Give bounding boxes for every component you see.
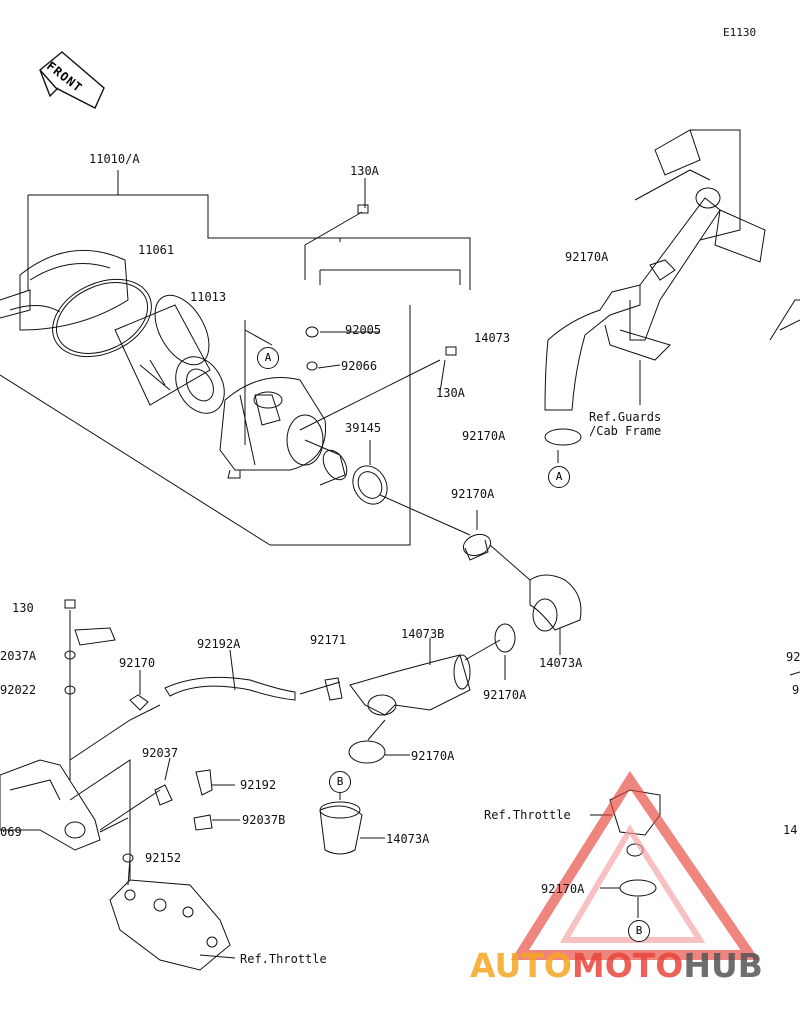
part-number[interactable]: 14073A xyxy=(386,832,430,846)
part-number[interactable]: 14073B xyxy=(401,627,445,641)
part-number[interactable]: 92037 xyxy=(142,746,179,760)
part-number[interactable]: 130A xyxy=(436,386,465,400)
part-number[interactable]: 92170A xyxy=(565,250,609,264)
watermark-part-hub: HUB xyxy=(683,946,763,985)
part-number[interactable]: 92037B xyxy=(242,813,286,827)
part-number[interactable]: 92 xyxy=(786,650,800,664)
hose-92192a xyxy=(164,676,296,701)
part-number[interactable]: 92171 xyxy=(310,633,347,647)
callout-a: A xyxy=(548,466,570,488)
cab-frame xyxy=(604,129,766,361)
part-number[interactable]: 14073A xyxy=(539,656,583,670)
part-number[interactable]: 92192 xyxy=(240,778,277,792)
part-number[interactable]: 2037A xyxy=(0,649,37,663)
ref-throttle-right[interactable]: Ref.Throttle xyxy=(484,808,571,822)
part-number[interactable]: 39145 xyxy=(345,421,382,435)
part-number[interactable]: 11010/A xyxy=(89,152,140,166)
part-number[interactable]: 9 xyxy=(792,683,800,697)
throttle-body-assembly xyxy=(0,759,101,851)
washer-icons xyxy=(64,326,319,863)
part-number[interactable]: 92192A xyxy=(197,637,241,651)
ref-guards-cab-frame[interactable]: Ref.Guards /Cab Frame xyxy=(589,410,662,438)
callout-b: B xyxy=(628,920,650,942)
duct-14073b xyxy=(349,654,471,716)
duct-14073a-upper xyxy=(529,574,582,632)
duct-14073 xyxy=(544,197,721,411)
part-number[interactable]: 14 xyxy=(783,823,798,837)
callout-b: B xyxy=(329,771,351,793)
part-number[interactable]: 11061 xyxy=(138,243,175,257)
watermark-part-auto: AUTO xyxy=(470,946,572,985)
part-number[interactable]: 92152 xyxy=(145,851,182,865)
part-number[interactable]: 11013 xyxy=(190,290,227,304)
ref-throttle-bottom[interactable]: Ref.Throttle xyxy=(240,952,327,966)
airbox-cover xyxy=(0,249,129,331)
diagram-id: E1130 xyxy=(723,26,757,39)
part-number[interactable]: 92066 xyxy=(341,359,378,373)
throttle-body-lower xyxy=(109,879,231,971)
callout-a: A xyxy=(257,347,279,369)
bolt-icon xyxy=(64,204,457,609)
airbox-housing xyxy=(219,377,348,486)
watermark-logo: AUTOMOTOHUB xyxy=(470,946,763,985)
part-number[interactable]: 92170A xyxy=(541,882,585,896)
part-number[interactable]: 92170A xyxy=(411,749,455,763)
part-number[interactable]: 92005 xyxy=(345,323,382,337)
part-number[interactable]: 130 xyxy=(12,601,34,615)
part-number[interactable]: 92170A xyxy=(451,487,495,501)
part-number[interactable]: 92170 xyxy=(119,656,156,670)
part-number[interactable]: 130A xyxy=(350,164,379,178)
front-arrow-icon xyxy=(38,51,105,109)
clamp-92170a xyxy=(462,533,492,561)
duct-14073a-lower xyxy=(319,801,363,855)
part-number[interactable]: 92170A xyxy=(462,429,506,443)
air-filter xyxy=(114,294,225,414)
part-number[interactable]: 92170A xyxy=(483,688,527,702)
part-number[interactable]: 069 xyxy=(0,825,22,839)
part-number[interactable]: 92022 xyxy=(0,683,37,697)
watermark-part-moto: MOTO xyxy=(571,946,684,985)
part-number[interactable]: 14073 xyxy=(474,331,511,345)
